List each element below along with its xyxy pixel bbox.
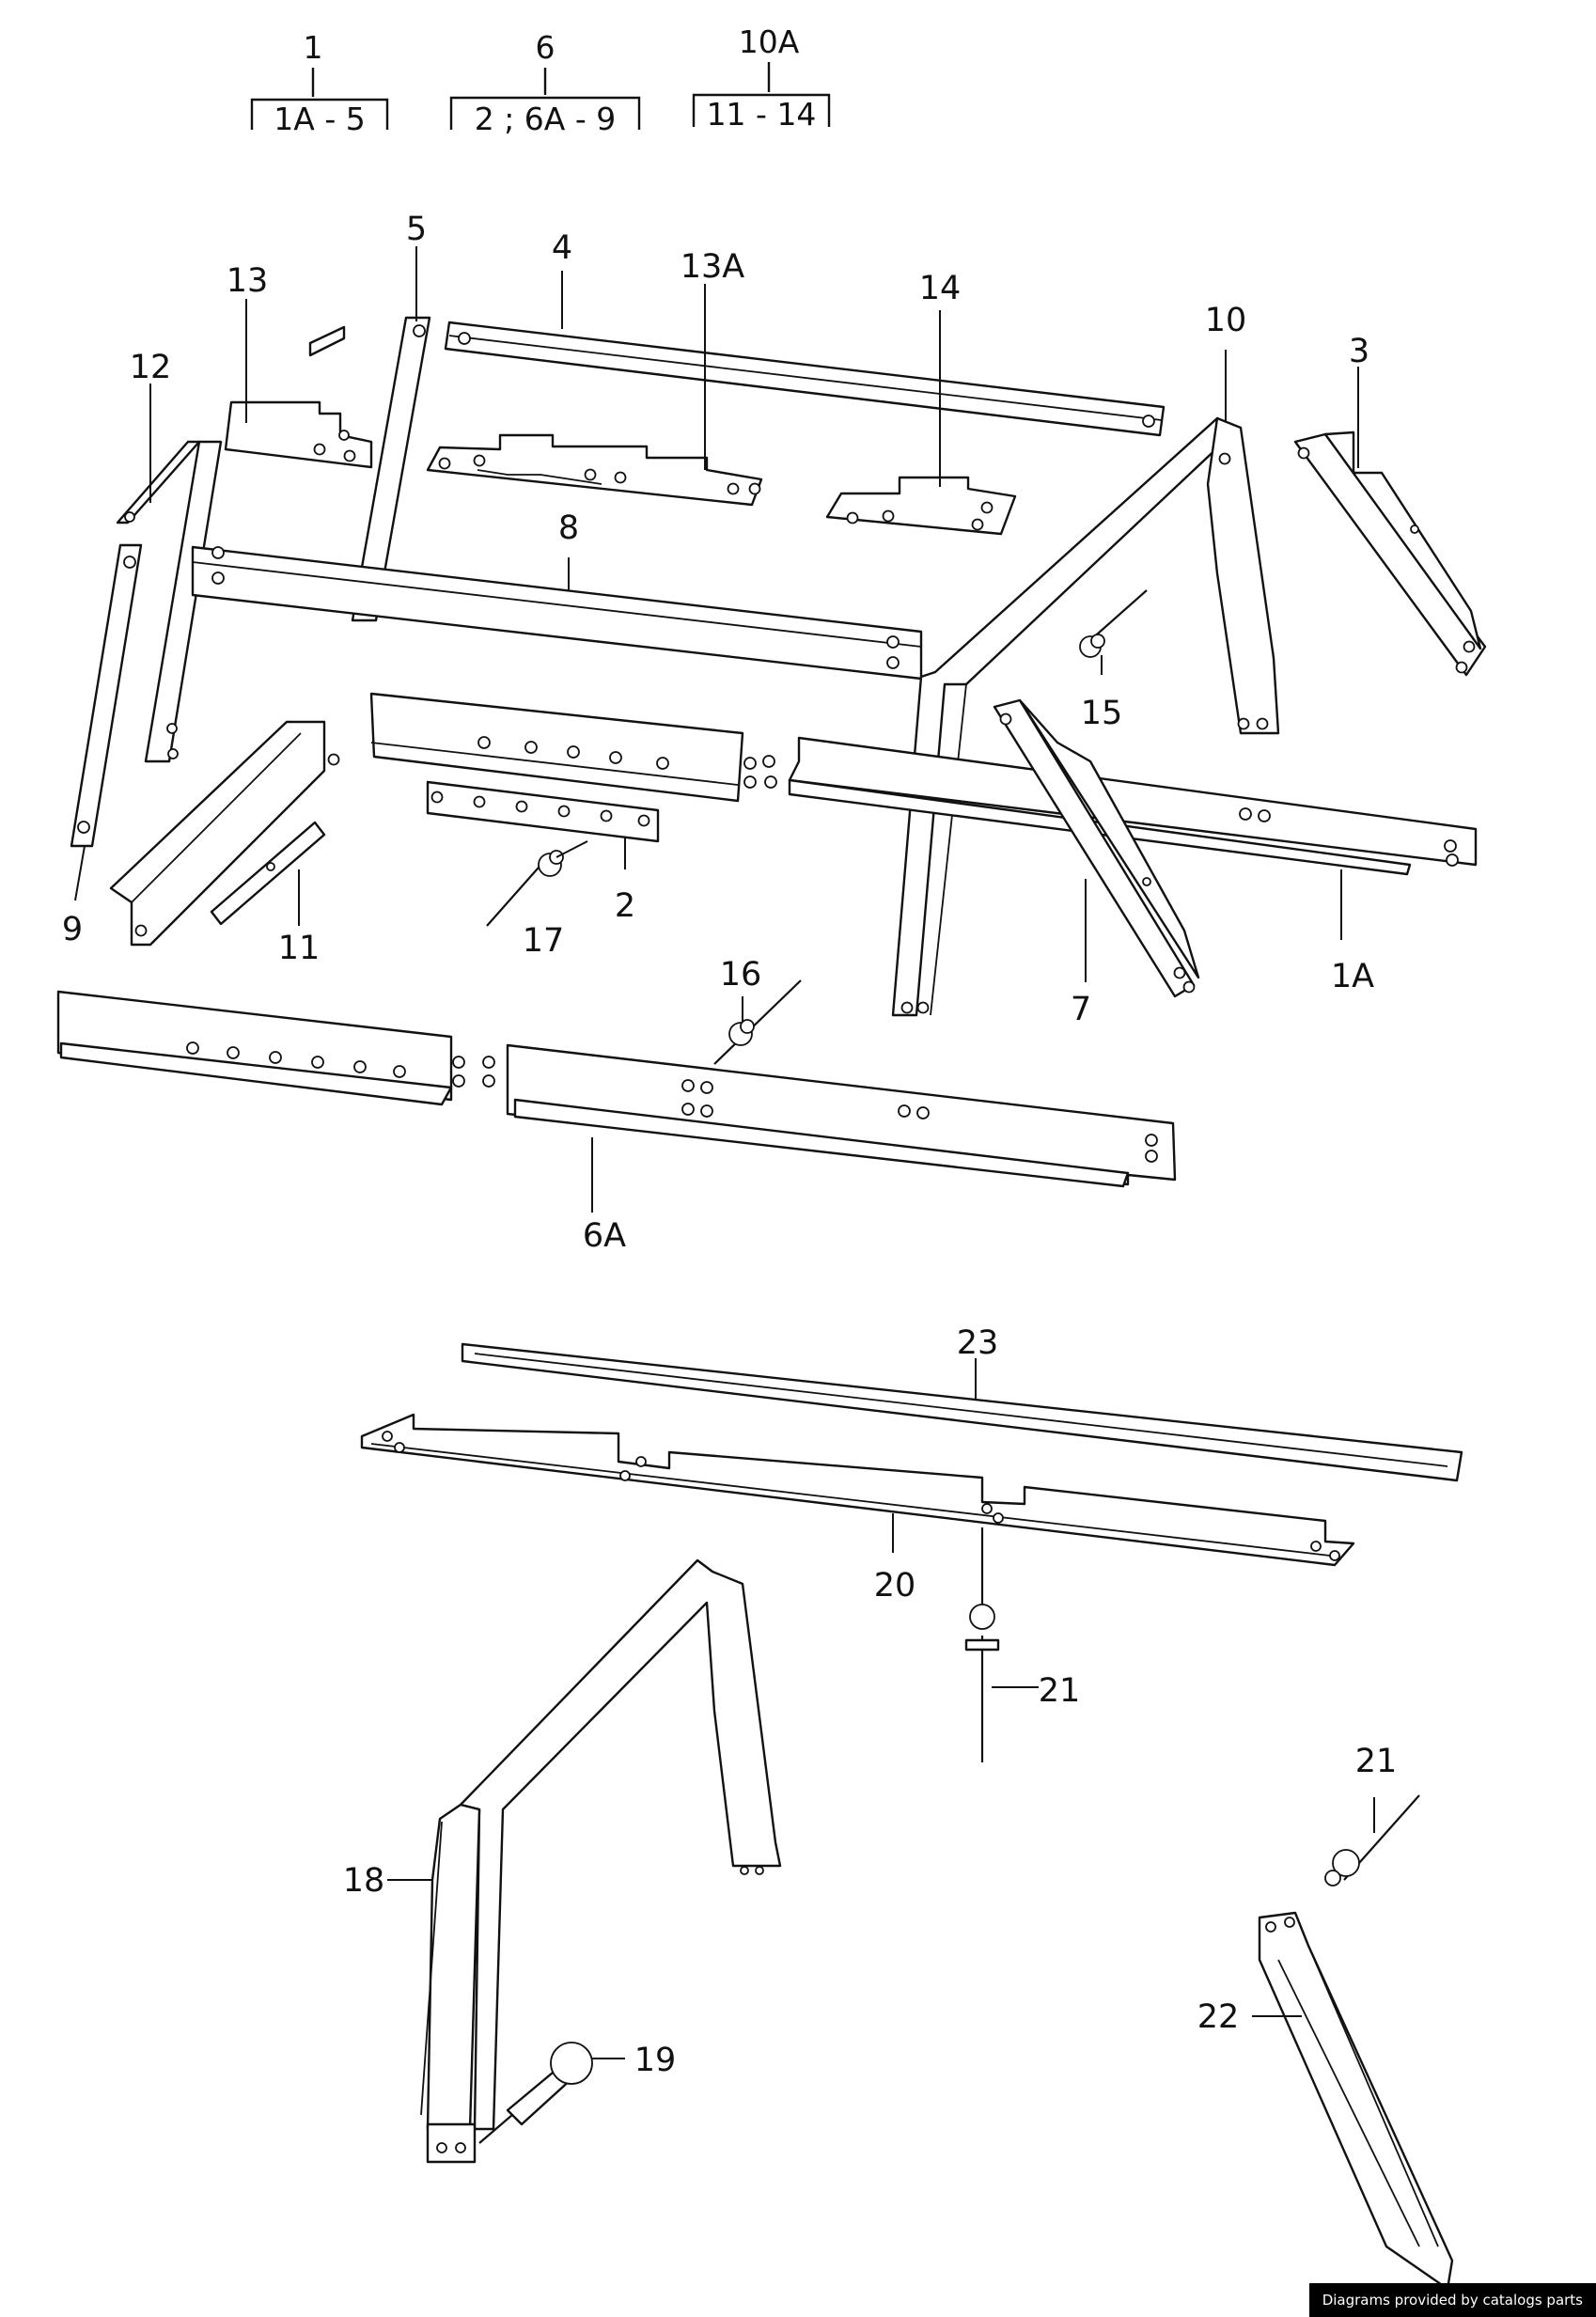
part-13A-plate [426, 284, 763, 507]
callout-11: 11 [278, 930, 321, 967]
part-18-arch [387, 1558, 782, 2164]
callout-13: 13 [227, 262, 269, 300]
part-4-bar [444, 271, 1166, 437]
part-8-bar [191, 545, 923, 681]
group-members-label: 1A - 5 [274, 101, 365, 137]
part-3-bracket [1293, 367, 1487, 677]
callout-6A: 6A [583, 1217, 626, 1255]
callout-8: 8 [558, 509, 579, 547]
group-header-6: 6 2 ; 6A - 9 [449, 29, 641, 137]
part-14-plate [825, 310, 1017, 536]
part-9-strip [70, 543, 143, 901]
callout-18: 18 [343, 1862, 385, 1900]
group-parent-label: 10A [739, 23, 800, 60]
part-22-angle [1252, 1911, 1454, 2291]
part-5-strip [351, 246, 431, 622]
callout-10: 10 [1205, 302, 1247, 339]
callout-17: 17 [523, 922, 565, 960]
part-21-rivet [1324, 1794, 1420, 1886]
part-2-plate [426, 780, 660, 869]
part-13-plate [224, 299, 373, 469]
callout-2: 2 [615, 887, 635, 925]
callout-12: 12 [130, 349, 172, 386]
credit-footer: Diagrams provided by catalogs parts [1308, 2283, 1596, 2317]
part-1A-channel [369, 692, 1478, 940]
callout-23: 23 [957, 1324, 999, 1362]
group-header-1: 1 1A - 5 [250, 29, 389, 137]
part-15-rivet [1079, 589, 1148, 675]
group-members-label: 2 ; 6A - 9 [475, 101, 617, 137]
callout-15: 15 [1081, 695, 1123, 732]
callout-22: 22 [1197, 1998, 1240, 2036]
part-16-rivet [713, 979, 802, 1065]
part-19-screw [478, 2042, 625, 2144]
callout-9: 9 [62, 911, 83, 948]
part-17-rivet [486, 840, 588, 927]
part-11-channel [109, 720, 340, 947]
group-parent-label: 6 [536, 29, 555, 66]
callout-14: 14 [919, 270, 962, 307]
callout-20: 20 [874, 1567, 916, 1605]
callout-21-lower: 21 [1355, 1743, 1398, 1780]
part-20-rail [360, 1413, 1355, 1567]
callout-21-upper: 21 [1039, 1672, 1081, 1710]
group-members-label: 11 - 14 [707, 96, 817, 133]
callout-13A: 13A [681, 248, 745, 286]
callout-1A: 1A [1331, 958, 1374, 995]
callout-5: 5 [406, 211, 427, 248]
group-parent-label: 1 [304, 29, 323, 66]
part-7-bracket [993, 698, 1200, 998]
callout-4: 4 [552, 229, 572, 267]
part-23-angle [461, 1342, 1463, 1482]
callout-7: 7 [1071, 991, 1091, 1028]
group-header-10A: 10A 11 - 14 [692, 23, 831, 133]
callout-19: 19 [634, 2042, 677, 2079]
part-12-strip [116, 384, 223, 763]
part-21-rivet [964, 1527, 1039, 1762]
callout-3: 3 [1349, 333, 1369, 370]
callout-16: 16 [720, 956, 762, 994]
part-6A-channel [56, 990, 1177, 1213]
